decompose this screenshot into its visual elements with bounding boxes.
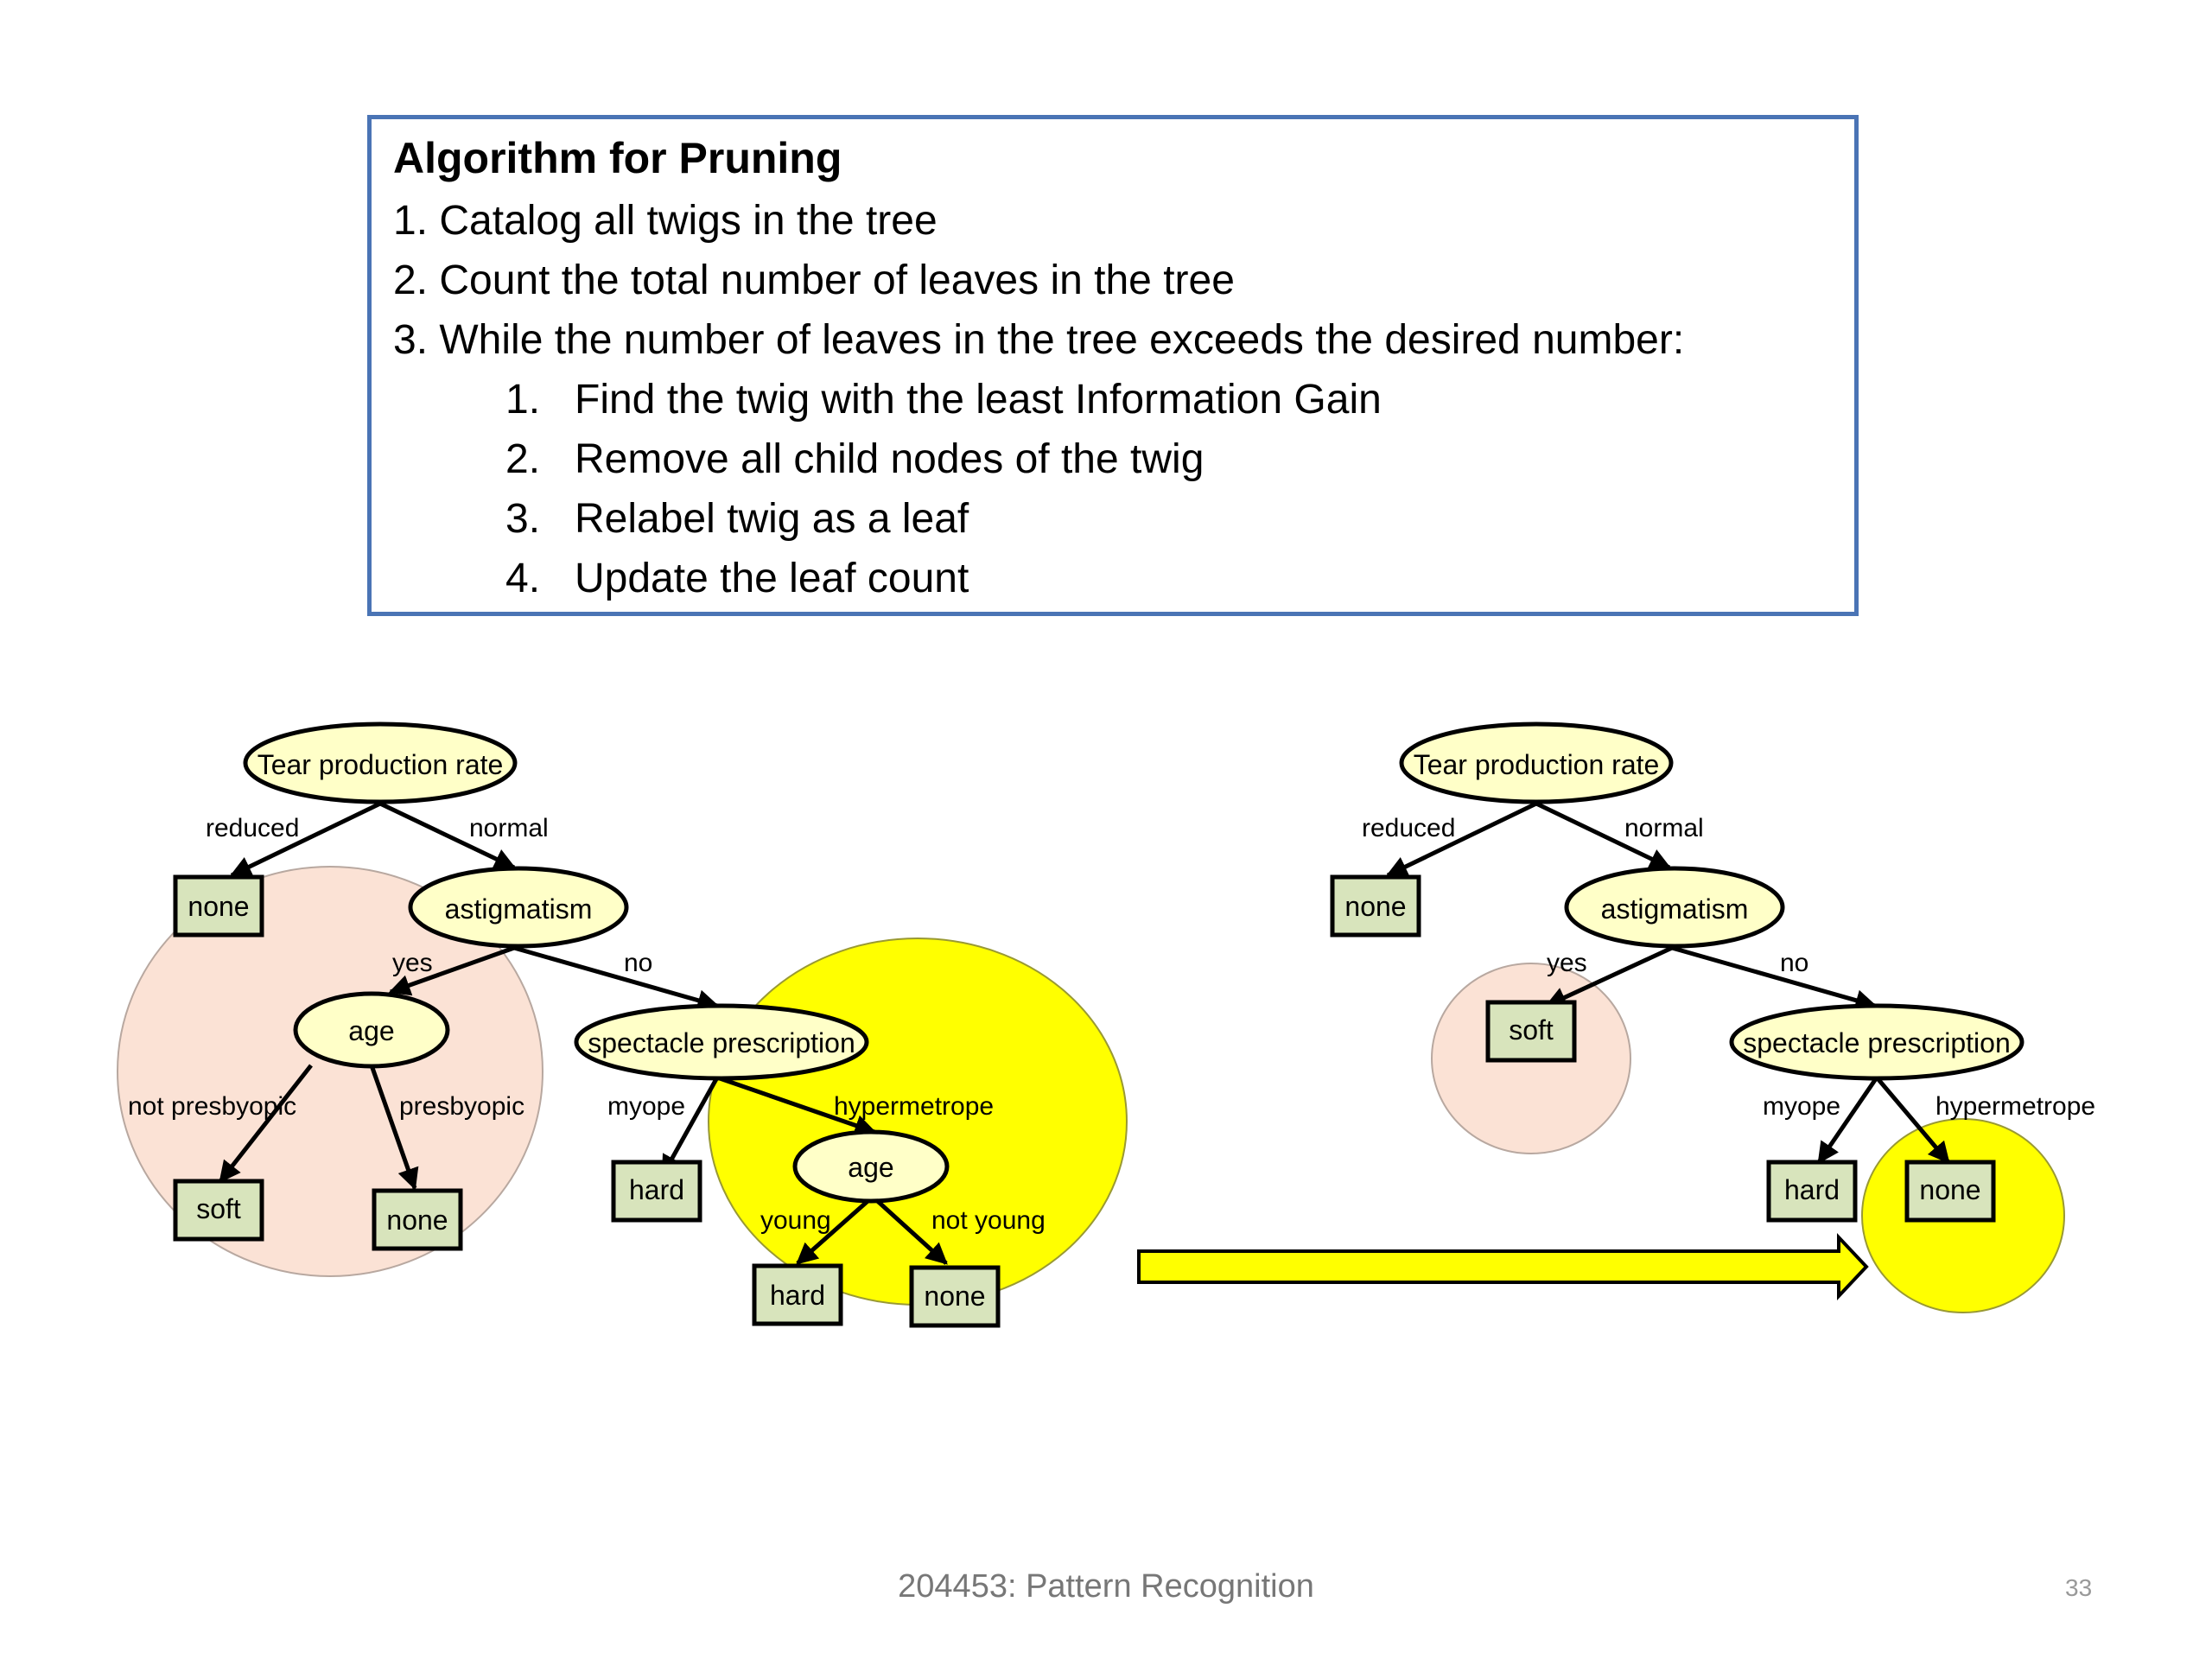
node-label: Tear production rate <box>257 749 504 780</box>
leaf-soft <box>1485 1000 1577 1063</box>
twig-highlight-age <box>708 938 1128 1306</box>
leaf-none <box>909 1265 1001 1328</box>
leaf-hard <box>752 1263 843 1326</box>
edge-reduced-line <box>229 801 382 878</box>
leaf-none <box>1330 874 1421 938</box>
node-astigmatism <box>408 866 629 949</box>
edge-label-yes: yes <box>1547 949 1587 977</box>
leaf-none <box>1904 1160 1996 1223</box>
node-label: age <box>848 1152 893 1183</box>
edge-myope-line <box>1816 1076 1879 1165</box>
algorithm-step-3: 3. While the number of leaves in the tre… <box>393 317 1685 363</box>
node-label: Tear production rate <box>1414 749 1660 780</box>
edge-normal-line <box>1535 801 1672 870</box>
substep-number: 1. <box>505 377 541 423</box>
leaf-hard <box>611 1160 702 1223</box>
slide-footer: 204453: Pattern Recognition <box>898 1568 1314 1605</box>
edge-normal-line <box>378 801 517 870</box>
node-label: spectacle prescription <box>588 1027 855 1058</box>
substep-text: Update the leaf count <box>575 556 969 601</box>
edge-label-hypermetrope: hypermetrope <box>1936 1092 2095 1121</box>
leaf-label: none <box>386 1205 448 1236</box>
edge-label-reduced: reduced <box>206 814 299 842</box>
substep-number: 4. <box>505 556 541 601</box>
leaf-none <box>173 874 264 938</box>
edge-label-young: young <box>760 1206 831 1235</box>
edge-label-no: no <box>624 949 652 977</box>
node-age <box>792 1129 950 1204</box>
node-age <box>293 991 450 1069</box>
algorithm-substep-4: 4. Update the leaf count <box>505 555 1715 607</box>
algorithm-substep-1: 1. Find the twig with the least Informat… <box>505 376 1715 428</box>
node-label: age <box>348 1015 394 1046</box>
edge-label-not-young: not young <box>931 1206 1046 1235</box>
edge-no-line <box>513 945 720 1011</box>
edge-label-no: no <box>1780 949 1808 977</box>
edge-yes-line <box>1544 945 1674 1008</box>
algorithm-substep-3: 3. Relabel twig as a leaf <box>505 495 1715 547</box>
edge-label-presbyopic: presbyopic <box>399 1092 524 1121</box>
edge-label-hypermetrope: hypermetrope <box>834 1092 994 1121</box>
leaf-label: hard <box>770 1280 825 1311</box>
page-number: 33 <box>2065 1574 2093 1601</box>
algorithm-substep-2: 2. Remove all child nodes of the twig <box>505 435 1715 487</box>
edge-label-normal: normal <box>1624 814 1704 842</box>
edge-hypermetrope-line <box>1875 1076 1950 1164</box>
node-tear-production-rate <box>1399 721 1674 804</box>
leaf-label: hard <box>1784 1174 1840 1205</box>
node-spectacle-prescription <box>1729 1003 2024 1081</box>
algorithm-step-2: 2. Count the total number of leaves in t… <box>393 257 1235 303</box>
leaf-hard <box>1766 1160 1858 1223</box>
edge-label-not-presbyopic: not presbyopic <box>128 1092 296 1121</box>
substep-text: Relabel twig as a leaf <box>575 496 969 542</box>
edge-label-yes: yes <box>392 949 433 977</box>
edge-not-young-line <box>871 1195 948 1265</box>
edge-reduced-line <box>1385 801 1538 878</box>
leaf-label: soft <box>196 1193 241 1224</box>
leaf-label: none <box>1919 1174 1980 1205</box>
node-astigmatism <box>1564 866 1785 949</box>
substep-text: Remove all child nodes of the twig <box>575 436 1205 482</box>
substep-number: 2. <box>505 436 541 482</box>
substep-number: 3. <box>505 496 541 542</box>
edge-label-normal: normal <box>469 814 549 842</box>
algorithm-box: Algorithm for Pruning 1. Catalog all twi… <box>367 115 1859 616</box>
leaf-label: soft <box>1509 1014 1554 1046</box>
leaf-none <box>372 1188 463 1251</box>
edge-presbyopic-line <box>369 1065 419 1191</box>
leaf-label: hard <box>629 1174 684 1205</box>
algorithm-title: Algorithm for Pruning <box>393 134 842 182</box>
leaf-label: none <box>188 891 249 922</box>
pruning-result-arrow <box>1137 1232 1869 1301</box>
node-label: astigmatism <box>445 893 593 925</box>
edge-not-presbyopic-line <box>219 1064 313 1183</box>
edge-yes-line <box>388 945 515 996</box>
algorithm-step-1: 1. Catalog all twigs in the tree <box>393 198 938 244</box>
node-tear-production-rate <box>243 721 518 804</box>
edge-label-myope: myope <box>1763 1092 1840 1121</box>
node-spectacle-prescription <box>574 1003 869 1081</box>
node-label: spectacle prescription <box>1743 1027 2010 1058</box>
edge-no-line <box>1671 945 1878 1011</box>
leaf-label: none <box>1344 891 1406 922</box>
edge-label-myope: myope <box>607 1092 685 1121</box>
edge-label-reduced: reduced <box>1362 814 1455 842</box>
edge-young-line <box>796 1195 874 1265</box>
node-label: astigmatism <box>1601 893 1749 925</box>
leaf-label: none <box>924 1281 985 1312</box>
leaf-soft <box>173 1179 264 1242</box>
edge-myope-line <box>660 1076 720 1178</box>
substep-text: Find the twig with the least Information… <box>575 377 1382 423</box>
edge-hypermetrope-line <box>716 1075 877 1136</box>
